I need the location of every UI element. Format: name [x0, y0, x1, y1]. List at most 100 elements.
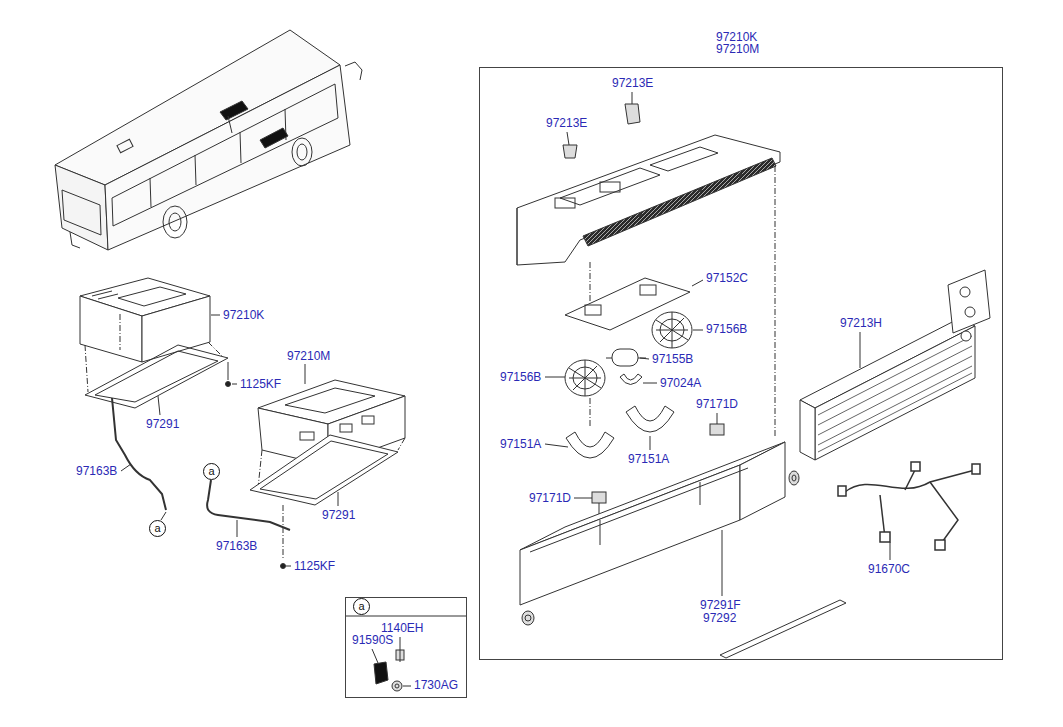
- blower-unit-drawing: [606, 358, 612, 359]
- bus-drawing: [150, 178, 151, 207]
- leader-line: [567, 132, 569, 145]
- blower-unit-drawing: [640, 285, 656, 295]
- blower-unit-drawing: [626, 406, 674, 432]
- detail-box-drawing: [345, 616, 467, 617]
- leader-line: [237, 520, 238, 537]
- callout-number: 97213E: [612, 77, 653, 89]
- reference-letter: a: [208, 466, 214, 477]
- callout-number: 97152C: [706, 272, 748, 284]
- leader-line: [400, 637, 401, 650]
- blower-unit-drawing: [517, 208, 518, 265]
- callout-number: 97210M: [716, 43, 759, 55]
- blower-unit-drawing: [600, 182, 620, 192]
- blower-unit-drawing: [585, 305, 601, 315]
- case-drawing: [792, 475, 796, 481]
- leader-line: [211, 315, 220, 316]
- heater-unit-drawing: [281, 564, 286, 569]
- leader-line: [545, 377, 565, 378]
- case-drawing: [740, 442, 785, 520]
- bus-drawing: [112, 84, 338, 226]
- reference-letter: a: [154, 523, 160, 534]
- heater-core-drawing: [800, 400, 815, 460]
- case-drawing: [520, 465, 740, 605]
- heater-unit-drawing: [398, 438, 405, 450]
- detail-box-drawing: [345, 616, 467, 691]
- callout-number: 97156B: [706, 323, 747, 335]
- blower-unit-drawing: [583, 158, 776, 246]
- reference-circle: a: [203, 463, 220, 480]
- callout-number: 91590S: [352, 634, 393, 646]
- heater-core-drawing: [961, 331, 971, 341]
- callout-number: 97291: [322, 509, 355, 521]
- detail-box-drawing: [400, 650, 401, 662]
- heater-unit-drawing: [118, 287, 186, 306]
- heater-core-drawing: [800, 270, 990, 460]
- callout-number: 1140EH: [381, 622, 423, 634]
- blower-unit-drawing: [592, 492, 606, 503]
- blower-unit-drawing: [590, 262, 591, 305]
- callout-number: 97171D: [529, 492, 571, 504]
- detail-box: 1140EH91590S1730AGa: [345, 597, 467, 698]
- wiring-harness-drawing: [911, 462, 920, 471]
- blower-unit-drawing: [555, 198, 575, 208]
- heater-unit-drawing: [208, 342, 222, 356]
- leader-line: [722, 530, 723, 596]
- bus-drawing: [169, 213, 181, 231]
- leader-line: [643, 383, 657, 384]
- heater-unit-drawing: [300, 432, 314, 440]
- leader-line: [574, 498, 592, 499]
- blower-unit-drawing: [566, 432, 614, 458]
- leader-line: [338, 492, 339, 506]
- heater-unit-drawing: [120, 314, 121, 350]
- blower-unit-drawing: [652, 312, 692, 348]
- blower-unit-drawing: [639, 214, 642, 217]
- bus-drawing: [163, 206, 187, 238]
- wiring-harness-drawing: [935, 540, 945, 550]
- heater-core-drawing: [965, 307, 975, 317]
- heater-unit-drawing: [283, 505, 284, 560]
- heater-unit-drawing: [260, 441, 388, 499]
- case-drawing: [522, 611, 534, 625]
- callout-number: 97024A: [660, 377, 701, 389]
- heater-unit-drawing: [207, 480, 290, 530]
- wiring-harness-drawing: [838, 486, 846, 496]
- case-drawing: [520, 442, 846, 658]
- heater-unit-drawing: [285, 388, 375, 413]
- callout-number: 97210K: [223, 309, 264, 321]
- blower-unit-drawing: [699, 189, 702, 192]
- blower-unit-drawing: [517, 135, 780, 265]
- leader-line: [121, 92, 890, 686]
- leader-line: [860, 332, 861, 368]
- callout-number: 97156B: [500, 371, 541, 383]
- bus-drawing: [240, 132, 241, 163]
- blower-unit-drawing: [739, 174, 742, 177]
- callout-number: 97151A: [628, 453, 669, 465]
- leader-line: [650, 436, 651, 450]
- leader-line: [717, 413, 718, 424]
- leader-line: [232, 384, 237, 385]
- reference-circle: a: [353, 598, 370, 615]
- wiring-harness-drawing: [930, 482, 958, 545]
- bus-drawing: [70, 232, 80, 248]
- heater-core-drawing: [960, 287, 970, 297]
- heater-core-drawing: [815, 326, 975, 460]
- case-drawing: [700, 482, 701, 505]
- case-drawing: [600, 520, 601, 545]
- blower-unit-drawing: [620, 374, 642, 385]
- heater-unit-drawing: [207, 380, 405, 569]
- leader-line: [545, 444, 568, 447]
- heater-core-drawing: [818, 336, 972, 452]
- detail-box-drawing: [392, 681, 402, 691]
- blower-unit-drawing: [710, 424, 724, 435]
- leader-line: [121, 464, 131, 471]
- leader-line: [692, 280, 703, 286]
- heater-unit-drawing: [80, 296, 142, 362]
- bus-drawing: [220, 101, 248, 120]
- callout-number: 91670C: [868, 563, 910, 575]
- heater-unit-drawing: [226, 382, 231, 387]
- leader-line: [693, 330, 703, 331]
- wiring-harness-drawing: [880, 532, 890, 542]
- blower-unit-drawing: [775, 166, 776, 436]
- case-drawing: [525, 615, 531, 621]
- bus-drawing: [345, 62, 362, 80]
